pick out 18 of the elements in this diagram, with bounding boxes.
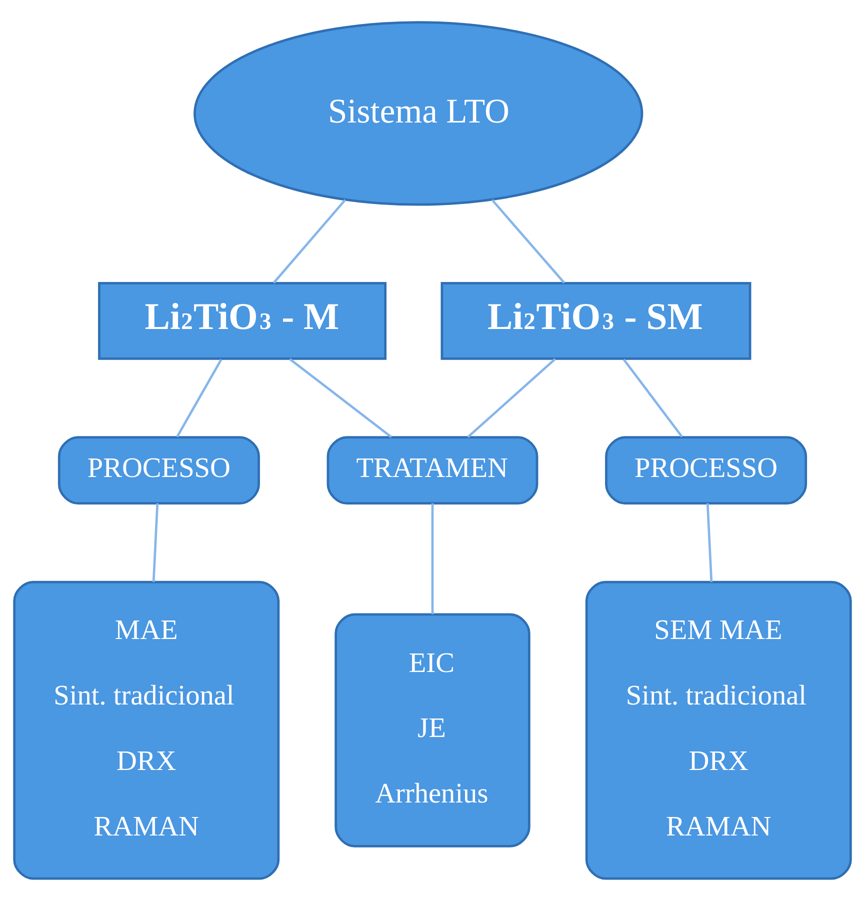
connector: [706, 503, 713, 582]
node-box: PROCESSO: [58, 436, 260, 504]
node-box: Li2TiO3 - SM: [440, 282, 752, 360]
connector: [491, 199, 566, 284]
connector: [176, 358, 222, 438]
connector: [152, 503, 159, 582]
connector: [272, 199, 346, 284]
node-box: TRATAMEN: [326, 436, 538, 504]
node-box: EIC JE Arrhenius: [334, 613, 530, 848]
node-ellipse: Sistema LTO: [194, 21, 644, 206]
connector: [431, 503, 434, 614]
node-box: PROCESSO: [605, 436, 808, 504]
node-box: MAE Sint. tradicional DRX RAMAN: [13, 580, 280, 880]
connector: [289, 358, 392, 438]
node-box: SEM MAE Sint. tradicional DRX RAMAN: [585, 580, 852, 880]
node-box: Li2TiO3 - M: [98, 282, 387, 360]
connector: [467, 358, 556, 438]
connector: [622, 358, 683, 438]
